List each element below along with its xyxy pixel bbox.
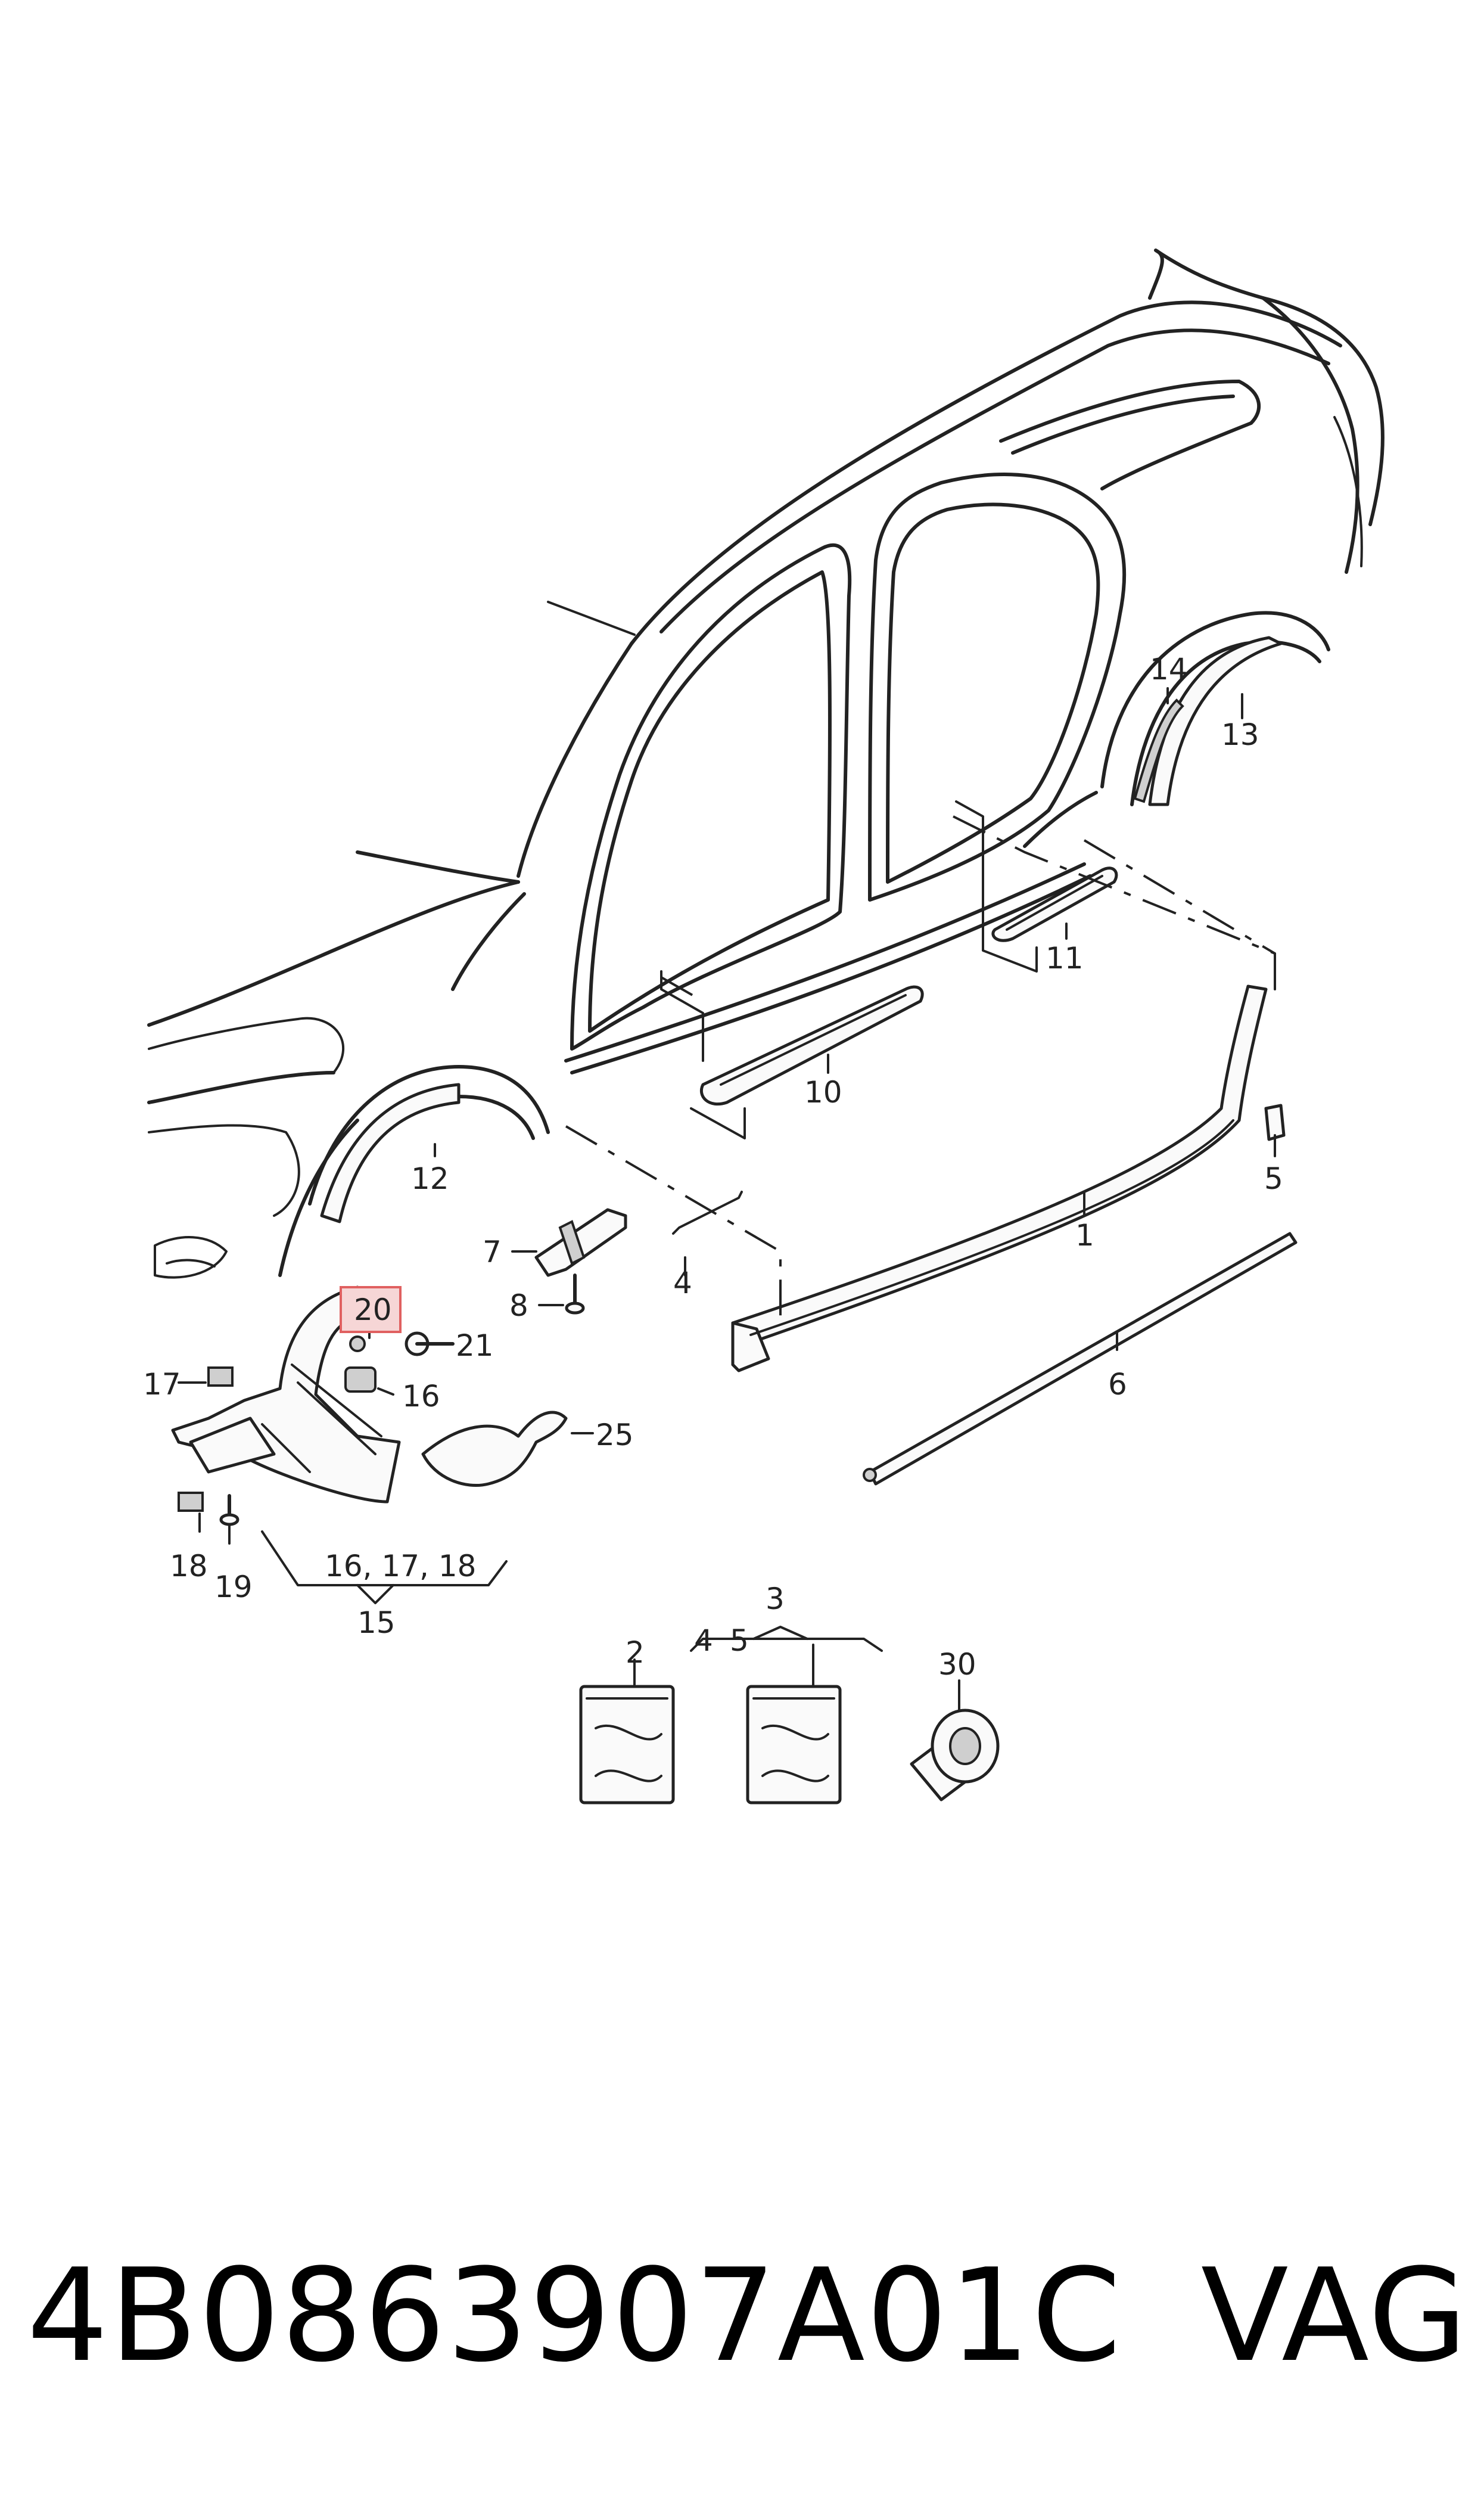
clip-part-5 <box>1264 1104 1286 1141</box>
callout-16-17-18: 16, 17, 18 <box>325 1549 476 1583</box>
callout-19: 19 <box>214 1570 253 1604</box>
callout-1: 1 <box>1075 1218 1094 1253</box>
hardware-bag-3 <box>746 1685 842 1804</box>
callout-30: 30 <box>938 1647 976 1682</box>
callout-12: 12 <box>411 1161 449 1196</box>
callout-15: 15 <box>357 1605 396 1640</box>
callout-16: 16 <box>402 1379 440 1414</box>
callout-4: 4 <box>673 1266 692 1300</box>
car-body-outline <box>147 249 1385 1279</box>
wheel-housing-liner <box>171 1285 401 1504</box>
callout-21: 21 <box>456 1328 494 1363</box>
side-sill-panel <box>731 984 1268 1372</box>
sill-trim-rear <box>991 866 1118 942</box>
callout-14: 14 <box>1150 652 1188 687</box>
callout-10: 10 <box>804 1075 842 1110</box>
leader-lines <box>178 687 1276 1712</box>
sill-trim-front <box>699 985 924 1106</box>
part-number: 4B0863907A01C <box>27 2241 1122 2390</box>
brand-name: VAG <box>1200 2241 1469 2390</box>
mounting-bracket <box>534 1208 627 1277</box>
callout-20-highlighted: 20 <box>354 1293 392 1327</box>
rear-arch-insert <box>1133 698 1184 803</box>
fasteners <box>178 1331 455 1526</box>
callout-18: 18 <box>170 1549 208 1583</box>
part-number-footer: 4B0863907A01C VAG <box>27 2241 1469 2396</box>
seal-part-25 <box>421 1411 568 1487</box>
hardware-bag-2 <box>579 1685 675 1804</box>
callout-2: 2 <box>626 1635 645 1670</box>
callout-6: 6 <box>1108 1367 1127 1402</box>
callout-4-bracket: 4 <box>694 1623 713 1658</box>
callout-13: 13 <box>1221 718 1259 752</box>
callout-17: 17 <box>143 1367 181 1402</box>
callout-25: 25 <box>596 1418 634 1452</box>
trim-strip <box>863 1232 1298 1486</box>
callout-3: 3 <box>766 1582 785 1616</box>
callout-5: 5 <box>1264 1161 1283 1196</box>
adhesive-tape-roll <box>910 1709 1000 1801</box>
front-arch-trim <box>320 1083 461 1223</box>
callout-labels: 1 2 3 4 4 5 5 6 7 8 10 11 12 13 14 15 16… <box>143 652 1283 1682</box>
callout-8: 8 <box>509 1288 528 1323</box>
retaining-clip <box>672 1191 743 1235</box>
callout-11: 11 <box>1046 941 1084 976</box>
screw-part-8 <box>565 1274 585 1315</box>
callout-5-bracket: 5 <box>730 1623 749 1658</box>
exploded-view-drawing: 1 2 3 4 4 5 5 6 7 8 10 11 12 13 14 15 16… <box>143 249 1385 1804</box>
callout-7: 7 <box>483 1235 502 1269</box>
highlighted-callout-box <box>340 1286 402 1333</box>
